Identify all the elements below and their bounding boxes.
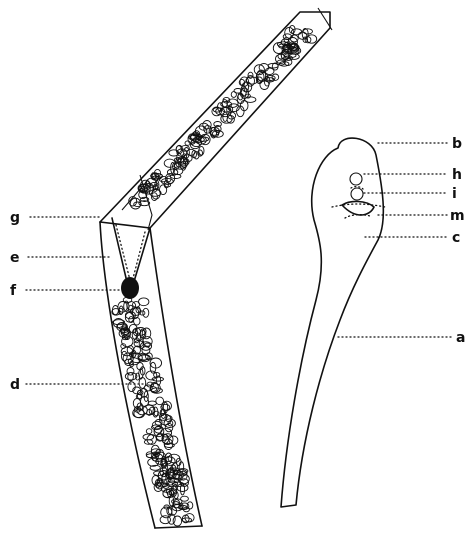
cell: [160, 185, 167, 195]
label-e: e: [10, 250, 20, 266]
cell: [148, 401, 156, 405]
label-i: i: [452, 186, 457, 202]
leader-lines: [26, 143, 452, 384]
label-m: m: [450, 208, 465, 224]
label-d: d: [10, 377, 20, 393]
cell: [169, 436, 178, 444]
label-h: h: [452, 167, 462, 183]
cell: [177, 484, 188, 492]
cell: [292, 29, 302, 35]
label-b: b: [452, 136, 462, 152]
cell: [161, 428, 172, 437]
cell: [187, 502, 193, 509]
cell: [231, 92, 236, 98]
left-specimen-lower-segment: [100, 222, 202, 528]
cell: [143, 308, 149, 317]
upper-cell-cluster: [129, 25, 317, 209]
label-c: c: [452, 230, 460, 246]
cell: [173, 516, 182, 526]
cell: [156, 397, 164, 405]
label-g: g: [10, 210, 20, 226]
cell: [160, 516, 170, 524]
label-a: a: [456, 330, 465, 346]
cell: [133, 302, 140, 308]
label-f: f: [10, 283, 17, 299]
cell: [146, 429, 152, 434]
lower-cell-cluster: [112, 297, 194, 526]
cell: [128, 382, 135, 392]
